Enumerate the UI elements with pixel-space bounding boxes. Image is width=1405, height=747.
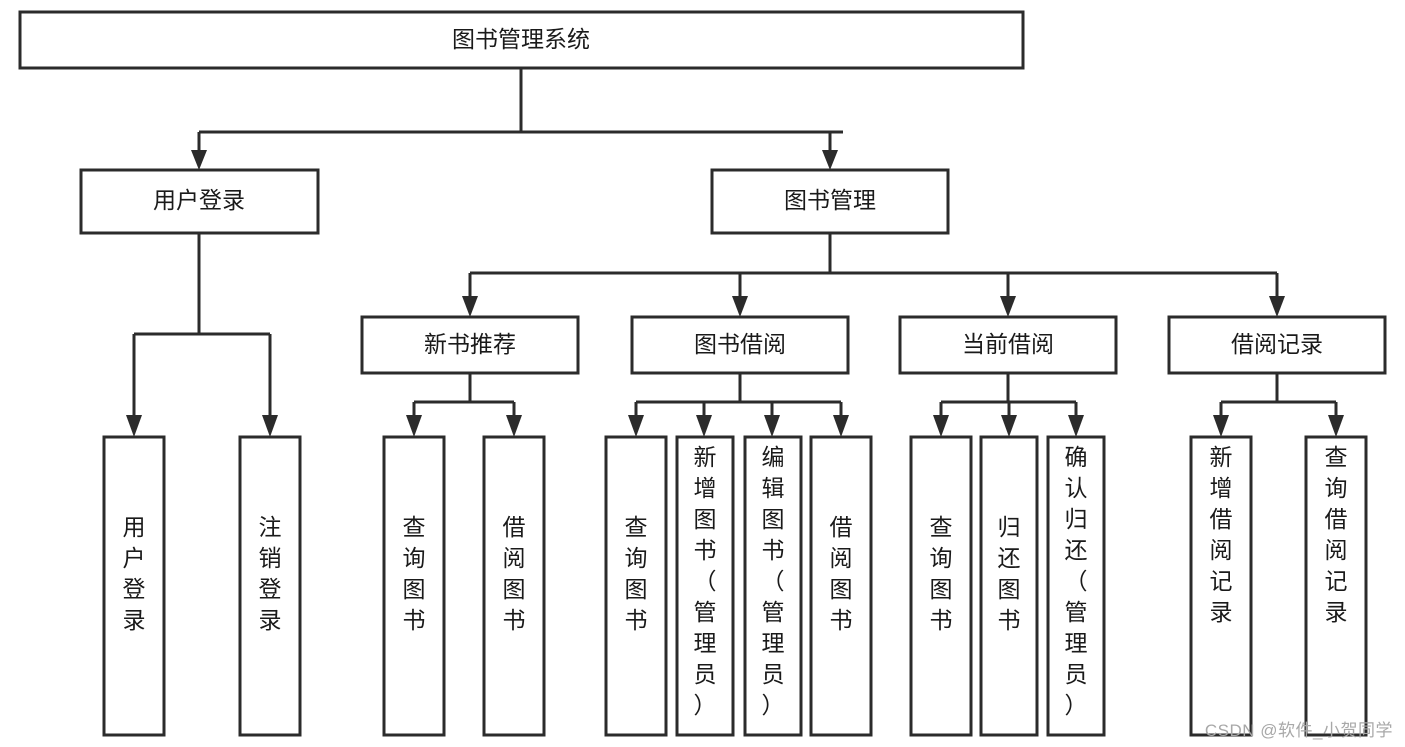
node-leaf-confirm-return-admin[interactable]: 确认归还（管理员） (1046, 435, 1106, 737)
node-leaf-edit-book-admin-label: 编辑图书（管理员） (762, 444, 785, 718)
node-current-borrow-label: 当前借阅 (962, 331, 1054, 357)
connector-group-current-borrow (933, 373, 1084, 437)
node-leaf-borrow-book-2-box[interactable] (809, 435, 873, 737)
arrow-head-icon (126, 415, 142, 437)
node-leaf-return-book-label: 归还图书 (998, 514, 1021, 633)
connector-group-new-book-recommend (406, 373, 522, 437)
node-root[interactable]: 图书管理系统 (18, 10, 1025, 70)
node-leaf-query-book-2[interactable]: 查询图书 (604, 435, 668, 737)
node-leaf-add-borrow-record[interactable]: 新增借阅记录 (1189, 435, 1253, 737)
node-root-label: 图书管理系统 (452, 26, 590, 52)
node-current-borrow[interactable]: 当前借阅 (898, 315, 1118, 375)
node-current-borrow-box[interactable] (898, 315, 1118, 375)
node-root-box[interactable] (18, 10, 1025, 70)
node-leaf-confirm-return-admin-box[interactable] (1046, 435, 1106, 737)
arrow-head-icon (933, 415, 949, 437)
node-leaf-query-book-1-box[interactable] (382, 435, 446, 737)
node-user-login-label: 用户登录 (153, 187, 245, 213)
node-book-manage[interactable]: 图书管理 (710, 168, 950, 235)
arrow-head-icon (406, 415, 422, 437)
node-leaf-query-book-2-box[interactable] (604, 435, 668, 737)
node-leaf-add-book-admin-box[interactable] (675, 435, 735, 737)
node-leaf-edit-book-admin[interactable]: 编辑图书（管理员） (743, 435, 803, 737)
node-borrow-record[interactable]: 借阅记录 (1167, 315, 1387, 375)
node-book-manage-box[interactable] (710, 168, 950, 235)
node-book-borrow[interactable]: 图书借阅 (630, 315, 850, 375)
arrow-head-icon (822, 150, 838, 170)
arrow-head-icon (696, 415, 712, 437)
arrow-head-icon (628, 415, 644, 437)
arrow-head-icon (764, 415, 780, 437)
arrow-head-icon (506, 415, 522, 437)
node-new-book-recommend-label: 新书推荐 (424, 331, 516, 357)
arrow-head-icon (1001, 415, 1017, 437)
node-leaf-query-book-1[interactable]: 查询图书 (382, 435, 446, 737)
arrow-head-icon (191, 150, 207, 170)
node-borrow-record-box[interactable] (1167, 315, 1387, 375)
node-leaf-query-borrow-record-label: 查询借阅记录 (1325, 444, 1348, 625)
node-leaf-borrow-book-1-box[interactable] (482, 435, 546, 737)
connector-group-root (191, 68, 843, 170)
node-leaf-add-borrow-record-box[interactable] (1189, 435, 1253, 737)
node-leaf-confirm-return-admin-label: 确认归还（管理员） (1065, 444, 1088, 718)
node-leaf-return-book-box[interactable] (979, 435, 1039, 737)
arrow-head-icon (732, 296, 748, 317)
arrow-head-icon (1068, 415, 1084, 437)
node-leaf-user-login[interactable]: 用户登录 (102, 435, 166, 737)
node-leaf-query-book-3[interactable]: 查询图书 (909, 435, 973, 737)
node-new-book-recommend-box[interactable] (360, 315, 580, 375)
node-leaf-add-borrow-record-label: 新增借阅记录 (1210, 444, 1233, 625)
node-leaf-user-login-label: 用户登录 (123, 514, 146, 633)
arrow-head-icon (1213, 415, 1229, 437)
node-leaf-query-book-2-label: 查询图书 (625, 514, 648, 633)
node-leaf-edit-book-admin-box[interactable] (743, 435, 803, 737)
connector-group-book-manage (462, 233, 1285, 317)
node-leaf-logout-login-box[interactable] (238, 435, 302, 737)
node-book-manage-label: 图书管理 (784, 187, 876, 213)
node-leaf-borrow-book-2-label: 借阅图书 (830, 514, 853, 633)
arrow-head-icon (462, 296, 478, 317)
arrow-head-icon (1000, 296, 1016, 317)
node-leaf-borrow-book-1-label: 借阅图书 (503, 514, 526, 633)
connector-group-borrow-record (1213, 373, 1344, 437)
node-leaf-borrow-book-1[interactable]: 借阅图书 (482, 435, 546, 737)
node-leaf-logout-login-label: 注销登录 (259, 514, 282, 633)
arrow-head-icon (1269, 296, 1285, 317)
node-book-borrow-box[interactable] (630, 315, 850, 375)
node-leaf-add-book-admin[interactable]: 新增图书（管理员） (675, 435, 735, 737)
connector-group-user-login (126, 233, 278, 437)
node-leaf-query-book-3-box[interactable] (909, 435, 973, 737)
node-leaf-add-book-admin-label: 新增图书（管理员） (694, 444, 717, 718)
node-leaf-query-borrow-record-box[interactable] (1304, 435, 1368, 737)
node-leaf-borrow-book-2[interactable]: 借阅图书 (809, 435, 873, 737)
node-book-borrow-label: 图书借阅 (694, 331, 786, 357)
node-user-login-box[interactable] (79, 168, 320, 235)
connector-group-book-borrow (628, 373, 849, 437)
arrow-head-icon (1328, 415, 1344, 437)
node-leaf-return-book[interactable]: 归还图书 (979, 435, 1039, 737)
node-leaf-user-login-box[interactable] (102, 435, 166, 737)
node-user-login[interactable]: 用户登录 (79, 168, 320, 235)
node-new-book-recommend[interactable]: 新书推荐 (360, 315, 580, 375)
node-leaf-query-borrow-record[interactable]: 查询借阅记录 (1304, 435, 1368, 737)
node-leaf-query-book-1-label: 查询图书 (403, 514, 426, 633)
node-borrow-record-label: 借阅记录 (1231, 331, 1323, 357)
node-leaf-logout-login[interactable]: 注销登录 (238, 435, 302, 737)
node-leaf-query-book-3-label: 查询图书 (930, 514, 953, 633)
arrow-head-icon (833, 415, 849, 437)
arrow-head-icon (262, 415, 278, 437)
